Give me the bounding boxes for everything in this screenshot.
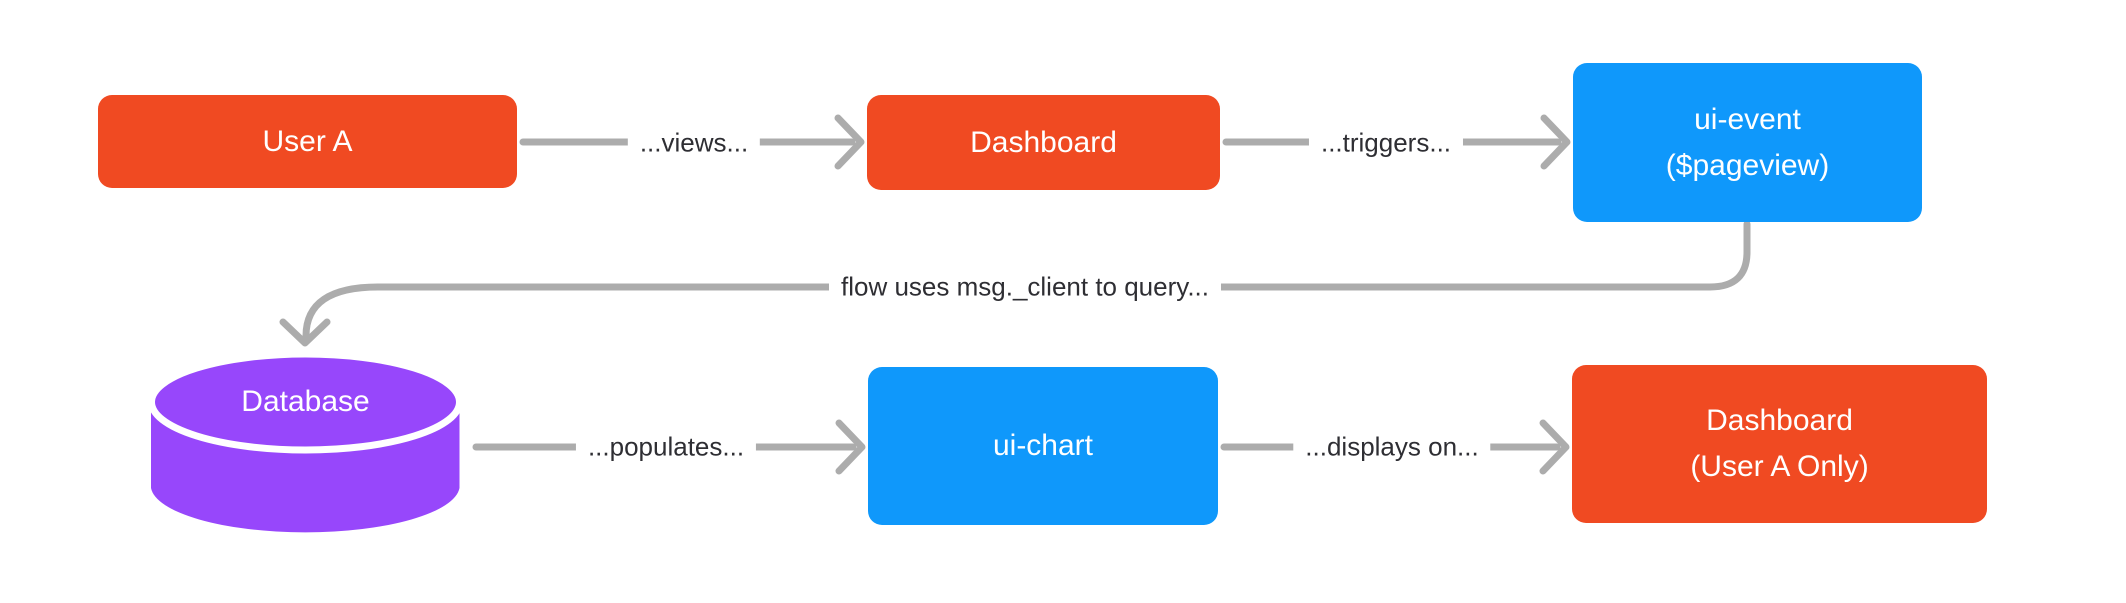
edge-query-line [302, 220, 1751, 340]
arrowhead-right-icon [1540, 114, 1571, 170]
edge-label-populates: ...populates... [575, 429, 757, 465]
arrowhead-right-icon [834, 114, 865, 170]
node-dashboard-label: Dashboard [970, 125, 1117, 159]
arrowhead-down-icon [279, 318, 331, 347]
node-dashboard-user-a: Dashboard (User A Only) [1572, 365, 1987, 523]
node-ui-event-label-line1: ui-event [1694, 102, 1801, 136]
arrowhead-right-icon [835, 419, 866, 475]
node-ui-event: ui-event ($pageview) [1573, 63, 1922, 222]
node-dashboard: Dashboard [867, 95, 1220, 190]
edge-label-views: ...views... [627, 125, 761, 161]
node-ui-chart-label: ui-chart [992, 429, 1094, 462]
node-dashboard-user-a-label-line1: Dashboard [1706, 404, 1853, 437]
node-dashboard-user-a-label-line2: (User A Only) [1690, 450, 1869, 483]
edge-label-triggers: ...triggers... [1308, 125, 1464, 161]
node-user-a-label: User A [262, 124, 353, 158]
edge-label-query: flow uses msg._client to query... [828, 269, 1222, 305]
arrowhead-right-icon [1539, 419, 1570, 475]
node-ui-event-label-line2: ($pageview) [1665, 148, 1830, 182]
node-ui-chart: ui-chart [868, 367, 1218, 525]
node-database [148, 347, 463, 547]
edge-label-displays-on: ...displays on... [1293, 429, 1491, 465]
node-database-label: Database [241, 385, 370, 418]
node-user-a: User A [98, 95, 517, 188]
database-cylinder-icon [148, 350, 463, 533]
